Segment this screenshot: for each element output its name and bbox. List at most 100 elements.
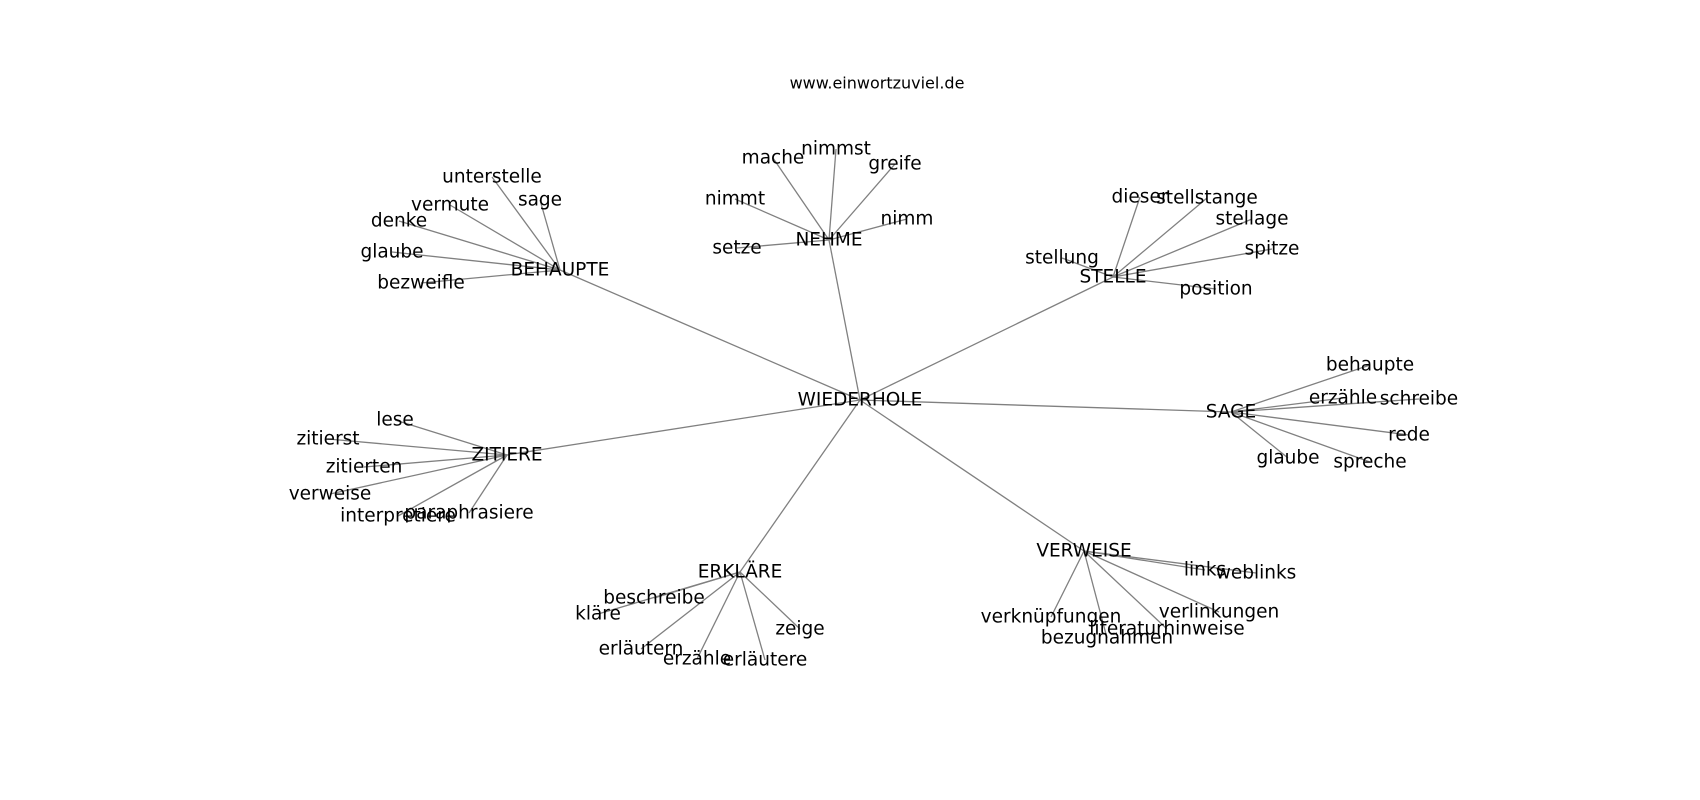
edge-verweise-verknuepfungen (1050, 550, 1085, 618)
center-node-label: WIEDERHOLE (798, 390, 923, 411)
hub-node-zitiere: ZITIERE (471, 445, 542, 466)
leaf-node-verweise-verlinkungen: verlinkungen (1159, 602, 1279, 623)
edge-zitiere-paraphrasiere (468, 454, 508, 514)
edge-erklaere-erlaeutern (640, 571, 741, 650)
edge-center-zitiere (506, 399, 861, 456)
leaf-node-verweise-literaturhinweise: literaturhinweise (1089, 619, 1244, 640)
edge-behaupte-unterstelle (491, 176, 561, 271)
edge-nehme-nimm (828, 218, 908, 241)
edge-erklaere-erlaeutere (739, 571, 766, 661)
leaf-node-erklaere-beschreibe: beschreibe (603, 588, 705, 609)
leaf-node-behaupte-denke: denke (371, 211, 427, 232)
leaf-node-erklaere-zeige: zeige (775, 619, 824, 640)
hub-node-sage: SAGE (1206, 402, 1256, 423)
edge-zitiere-zitierst (327, 438, 508, 456)
leaf-node-nehme-setze: setze (712, 238, 761, 259)
leaf-node-erklaere-klaere: kläre (575, 604, 621, 625)
leaf-node-erklaere-erlaeutere: erläutere (723, 650, 807, 671)
hub-node-erklaere: ERKLÄRE (698, 562, 783, 583)
edges (327, 148, 1420, 661)
leaf-node-sage-spreche: spreche (1333, 452, 1406, 473)
leaf-node-stelle-stellstange: stellstange (1156, 188, 1258, 209)
leaf-node-erklaere-erzaehle: erzähle (663, 649, 731, 670)
leaf-node-sage-glaube: glaube (1256, 448, 1319, 469)
leaf-node-nehme-greife: greife (868, 154, 921, 175)
leaf-node-erklaere-erlaeutern: erläutern (599, 639, 684, 660)
leaf-node-verweise-weblinks: weblinks (1216, 563, 1297, 584)
leaf-node-stelle-spitze: spitze (1245, 239, 1300, 260)
leaf-node-zitiere-zitierst: zitierst (296, 429, 359, 450)
leaf-node-stelle-stellung: stellung (1025, 248, 1099, 269)
leaf-node-nehme-nimmt: nimmt (705, 189, 765, 210)
edge-center-stelle (859, 276, 1114, 401)
labels: www.einwortzuviel.de WIEDERHOLE BEHAUPTE u… (289, 74, 1459, 671)
edge-behaupte-sage (539, 199, 561, 271)
edge-center-nehme (828, 239, 861, 401)
leaf-node-sage-behaupte: behaupte (1326, 355, 1414, 376)
edge-nehme-greife (828, 163, 896, 241)
leaf-node-zitiere-verweise: verweise (289, 484, 372, 505)
edge-center-erklaere (739, 399, 861, 573)
leaf-node-behaupte-bezweifle: bezweifle (377, 273, 465, 294)
hub-node-stelle: STELLE (1079, 267, 1146, 288)
leaf-node-verweise-verknuepfungen: verknüpfungen (981, 607, 1122, 628)
edge-erklaere-erzaehle (696, 571, 741, 660)
edge-nehme-nimmst (828, 148, 837, 241)
edge-behaupte-glaube (391, 251, 561, 271)
edge-nehme-setze (736, 239, 830, 249)
edge-sage-spreche (1230, 411, 1371, 463)
edge-nehme-nimmt (734, 198, 830, 241)
edge-stelle-stellung (1061, 257, 1114, 278)
edge-behaupte-bezweifle (420, 269, 561, 284)
leaf-node-verweise-bezugnahmen: bezugnahmen (1041, 628, 1173, 649)
leaf-node-sage-rede: rede (1388, 425, 1430, 446)
edge-stelle-stellstange (1112, 197, 1208, 278)
edge-verweise-verlinkungen (1083, 550, 1220, 613)
edge-verweise-bezugnahmen (1083, 550, 1108, 639)
edge-stelle-dieser (1112, 196, 1141, 278)
edge-zitiere-verweise (329, 454, 508, 495)
leaf-node-stelle-dieser: dieser (1112, 187, 1169, 208)
edge-erklaere-klaere (597, 571, 741, 615)
leaf-node-stelle-position: position (1179, 279, 1252, 300)
edge-behaupte-denke (398, 220, 561, 271)
edge-stelle-spitze (1112, 248, 1273, 278)
edge-nehme-mache (772, 157, 830, 241)
edge-stelle-position (1112, 276, 1217, 290)
leaf-node-stelle-stellage: stellage (1215, 209, 1288, 230)
edge-stelle-stellage (1112, 218, 1253, 278)
leaf-node-zitiere-zitierten: zitierten (326, 457, 403, 478)
leaf-node-behaupte-vermute: vermute (411, 195, 489, 216)
leaf-node-zitiere-lese: lese (376, 410, 414, 431)
edge-center-sage (859, 399, 1232, 413)
edge-verweise-literaturhinweise (1083, 550, 1168, 630)
edge-sage-behaupte (1230, 364, 1371, 413)
hub-node-nehme: NEHME (795, 230, 862, 251)
edge-verweise-weblinks (1083, 550, 1257, 574)
edge-sage-erzaehle (1230, 397, 1344, 413)
edge-behaupte-vermute (449, 204, 561, 271)
leaf-node-nehme-nimm: nimm (881, 209, 934, 230)
leaf-node-behaupte-glaube: glaube (360, 242, 423, 263)
edge-zitiere-interpretiere (397, 454, 508, 517)
hub-node-behaupte: BEHAUPTE (511, 260, 610, 281)
leaf-node-behaupte-unterstelle: unterstelle (442, 167, 542, 188)
leaf-node-zitiere-interpretiere: interpretiere (340, 506, 456, 527)
edge-zitiere-lese (394, 419, 508, 456)
edge-sage-rede (1230, 411, 1410, 436)
leaf-node-behaupte-sage: sage (518, 190, 562, 211)
edge-sage-schreibe (1230, 398, 1420, 413)
leaf-node-sage-erzaehle: erzähle (1309, 388, 1377, 409)
leaf-node-sage-schreibe: schreibe (1380, 389, 1458, 410)
graph-title: www.einwortzuviel.de (790, 74, 965, 93)
edge-zitiere-zitierten (363, 454, 508, 468)
leaf-node-nehme-mache: mache (742, 148, 805, 169)
edge-erklaere-zeige (739, 571, 801, 630)
edge-center-verweise (859, 399, 1085, 552)
edge-sage-glaube (1230, 411, 1289, 459)
leaf-node-zitiere-paraphrasiere: paraphrasiere (404, 503, 533, 524)
leaf-node-nehme-nimmst: nimmst (801, 139, 871, 160)
edge-center-behaupte (559, 269, 861, 401)
hub-node-verweise: VERWEISE (1036, 541, 1131, 562)
